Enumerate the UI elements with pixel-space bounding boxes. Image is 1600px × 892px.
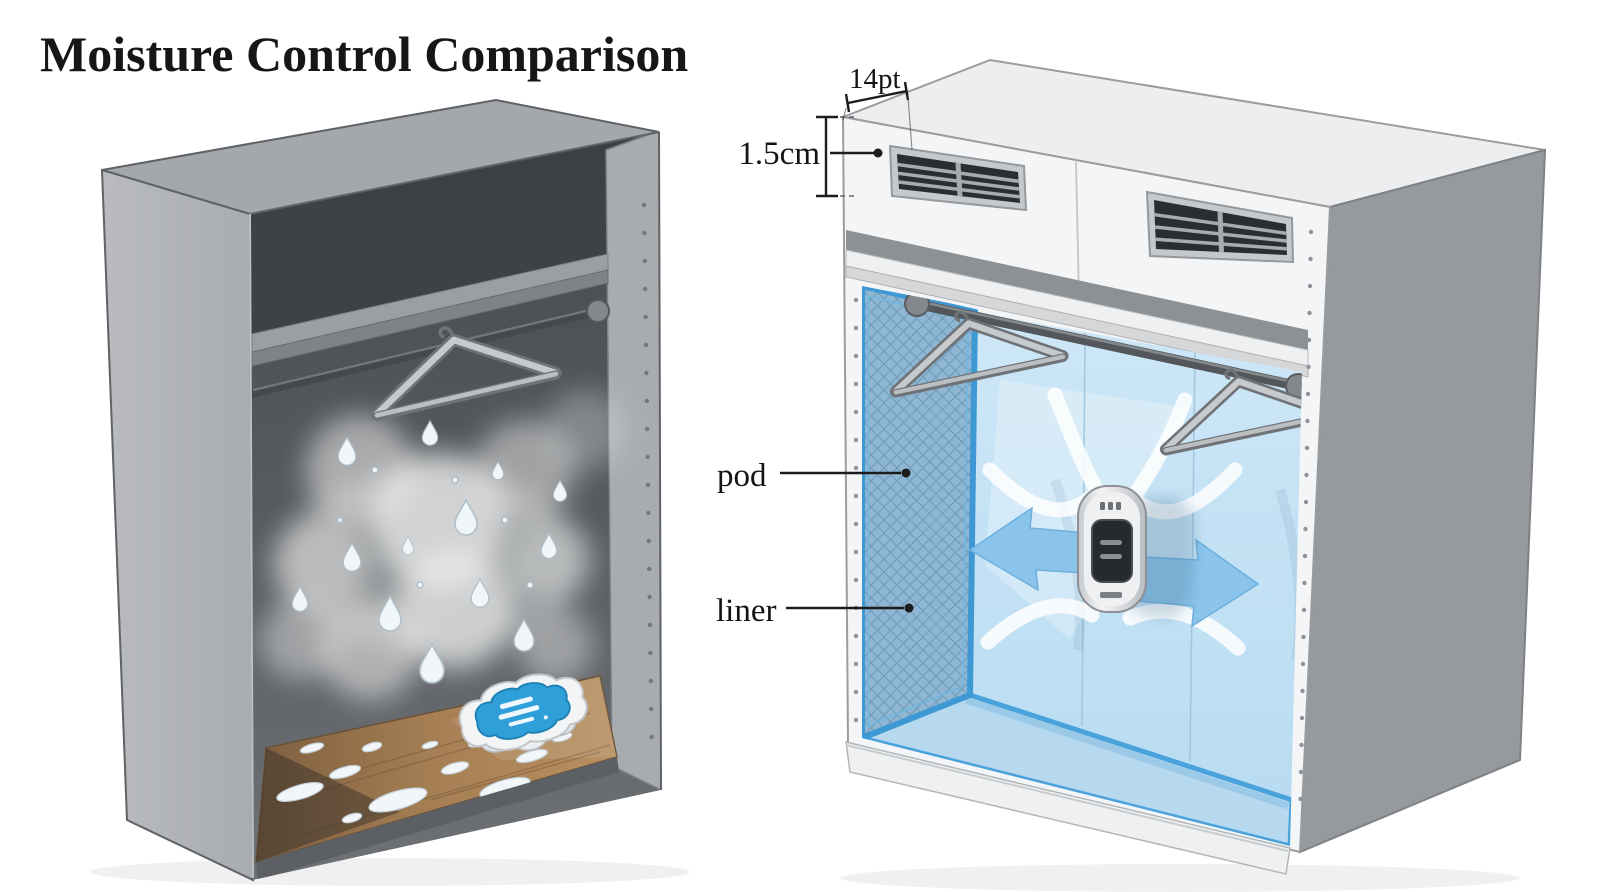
- louver-vent-right: [1145, 190, 1295, 264]
- pod-screen-bar-1: [1100, 540, 1122, 545]
- left-front-edge-highlight: [249, 213, 254, 879]
- left-wardrobe-interior: [250, 132, 661, 880]
- pod-callout-dot: [901, 468, 911, 478]
- right-wardrobe: [839, 58, 1547, 875]
- right-side-panel: [1298, 148, 1547, 854]
- pod-bottom-label: [1100, 592, 1122, 598]
- annotations: 14pt 1.5cm pod liner: [716, 63, 914, 629]
- right-base-plinth: [845, 741, 1291, 875]
- pod-callout: pod: [717, 458, 911, 494]
- absorber-label-scribble: [498, 696, 548, 727]
- left-base-strip: [256, 757, 619, 880]
- left-hanger-rod: [250, 299, 610, 398]
- dim-vent-height: 1.5cm: [738, 115, 883, 198]
- left-wardrobe-shadow: [90, 858, 690, 886]
- dim-vent-height-label: 1.5cm: [738, 136, 820, 172]
- left-side-panel: [100, 168, 255, 882]
- plinth-top-edge: [845, 744, 1289, 852]
- liner-callout-dot: [904, 603, 914, 613]
- dehumidifier-pod: [1077, 485, 1197, 619]
- right-wardrobe-shadow: [840, 864, 1520, 892]
- right-wardrobe-interior: [862, 286, 1302, 846]
- pod-screen-bar-2: [1100, 554, 1122, 559]
- left-top-shadow: [250, 132, 661, 340]
- pod-screen: [1091, 519, 1133, 583]
- left-interior-right-wall: [605, 132, 661, 792]
- vent-slats: [1154, 211, 1287, 253]
- left-water-drops: [291, 420, 568, 684]
- left-top-shelf: [251, 253, 609, 367]
- right-shelf: [845, 249, 1309, 378]
- liner-floor-back-edge: [964, 696, 1290, 810]
- left-shelf-pin-holes: [641, 202, 654, 740]
- liner-callout-label: liner: [716, 593, 776, 629]
- left-wardrobe: [100, 98, 662, 882]
- dim-vent-height-dot: [873, 148, 883, 158]
- right-vent-recess: [846, 230, 1308, 350]
- moisture-absorber-tub: [458, 673, 588, 753]
- right-header-seam: [1075, 161, 1080, 300]
- liner-callout: liner: [716, 593, 914, 629]
- louver-vent-left: [888, 144, 1028, 212]
- vent-slats: [897, 162, 1020, 199]
- dim-top-width-label: 14pt: [849, 63, 901, 95]
- pod-callout-label: pod: [717, 458, 767, 494]
- pod-top-grille: [1100, 502, 1121, 510]
- left-right-edge: [658, 131, 662, 791]
- page-title: Moisture Control Comparison: [40, 26, 688, 82]
- mesh-liner-side-wall: [862, 286, 979, 743]
- right-shelf-pin-holes-left: [853, 297, 859, 723]
- right-shelf-pin-holes-right: [1298, 229, 1314, 802]
- dim-top-width: 14pt: [842, 63, 913, 151]
